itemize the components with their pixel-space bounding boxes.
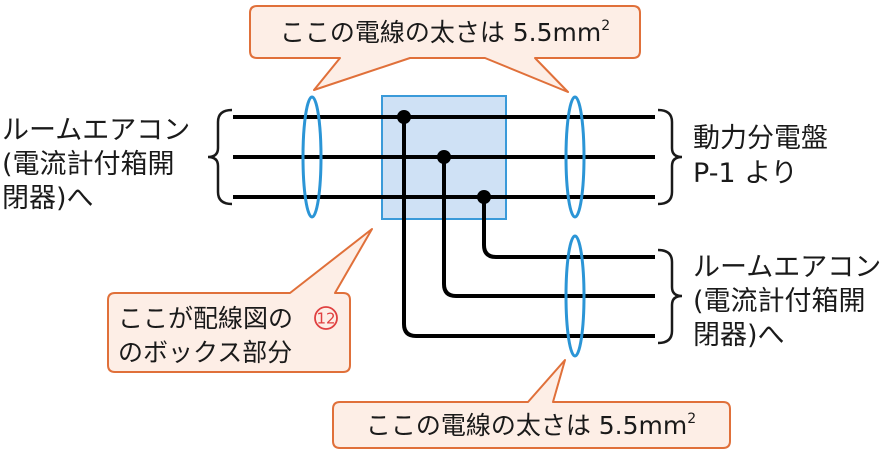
callout-bottom bbox=[332, 359, 731, 449]
circled-number: 12 bbox=[316, 310, 335, 328]
left-brace bbox=[207, 108, 233, 206]
cable-ellipse-left bbox=[301, 95, 323, 219]
branch-wire-inner bbox=[482, 197, 655, 259]
right-bottom-label-line-2: (電流計付箱開 bbox=[693, 286, 866, 317]
right-top-label-line-2: P-1 より bbox=[693, 158, 798, 189]
right-bottom-label-line-3: 閉器)へ bbox=[693, 320, 785, 351]
callout-box-line-1: ここが配線図の bbox=[118, 304, 293, 333]
junction-dot-lower bbox=[477, 190, 491, 204]
left-label-line-2: (電流計付箱開 bbox=[2, 149, 175, 180]
callout-box-line-2: のボックス部分 bbox=[118, 338, 292, 367]
callout-top bbox=[249, 5, 641, 93]
left-label-line-3: 閉器)へ bbox=[2, 183, 94, 214]
junction-dot-upper bbox=[397, 110, 411, 124]
right-brace-bottom bbox=[657, 248, 683, 345]
right-brace-top bbox=[657, 108, 683, 206]
branch-wire-middle bbox=[442, 157, 655, 298]
right-bottom-label-line-1: ルームエアコン bbox=[693, 252, 881, 283]
branch-wire-outer bbox=[402, 117, 655, 338]
right-top-label-line-1: 動力分電盤 bbox=[693, 123, 828, 154]
junction-dot-middle bbox=[437, 150, 451, 164]
callout-bottom-text: ここの電線の太さは 5.5mm2 bbox=[366, 411, 696, 440]
cable-ellipse-right-top bbox=[564, 95, 586, 219]
callout-top-text: ここの電線の太さは 5.5mm2 bbox=[280, 18, 610, 47]
callout-box bbox=[107, 228, 373, 373]
cable-ellipse-right-bottom bbox=[564, 234, 586, 358]
left-label-line-1: ルームエアコン bbox=[2, 115, 190, 146]
circled-number-ring bbox=[314, 306, 338, 330]
